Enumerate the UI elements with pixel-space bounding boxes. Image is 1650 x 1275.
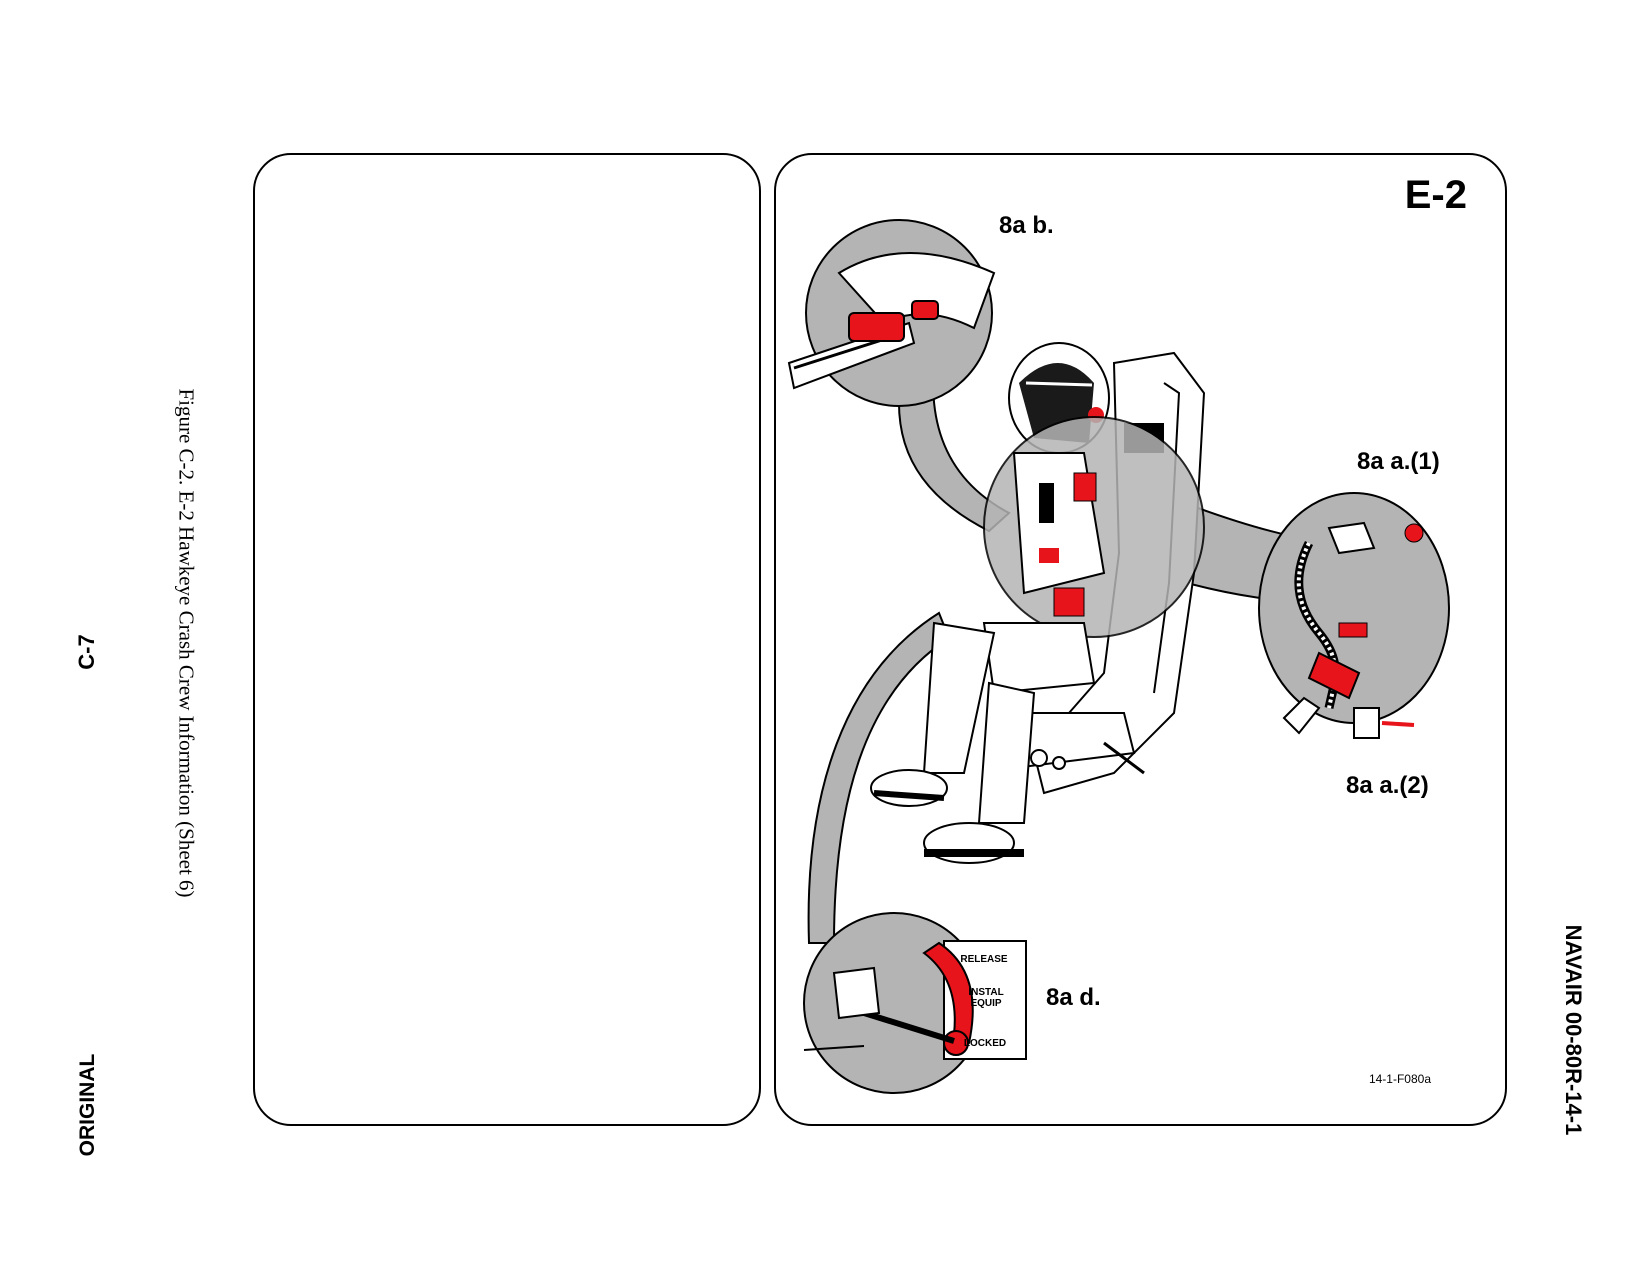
- lever-label-instal: INSTAL: [968, 987, 1003, 998]
- page-number: C-7: [74, 634, 99, 670]
- ejection-seat-illustration: E-2 8a b. 8a a.(1) 8a a.(2) 8a d. RELEAS…: [787, 173, 1467, 1094]
- lever-label-locked: LOCKED: [964, 1038, 1006, 1049]
- edition-label: ORIGINAL: [76, 1053, 99, 1157]
- detail-8a-a: [1258, 492, 1450, 739]
- detail-8a-b: [787, 219, 996, 407]
- callout-8a-d: 8a d.: [1046, 984, 1101, 1011]
- callout-8a-b: 8a b.: [999, 212, 1054, 239]
- figure-id: 14-1-F080a: [1369, 1072, 1431, 1086]
- lever-label-equip: EQUIP: [970, 998, 1001, 1009]
- document-number: NAVAIR 00-80R-14-1: [1561, 924, 1586, 1136]
- callout-8a-a1: 8a a.(1): [1357, 448, 1440, 475]
- detail-8a-d: [803, 912, 1027, 1094]
- figure-caption: Figure C-2. E-2 Hawkeye Crash Crew Infor…: [174, 388, 199, 898]
- lever-label-release: RELEASE: [960, 954, 1008, 965]
- crew-member-figure: [870, 342, 1205, 864]
- aircraft-title: E-2: [1405, 173, 1467, 217]
- left-blank-panel: [253, 153, 761, 1126]
- callout-8a-a2: 8a a.(2): [1346, 772, 1429, 799]
